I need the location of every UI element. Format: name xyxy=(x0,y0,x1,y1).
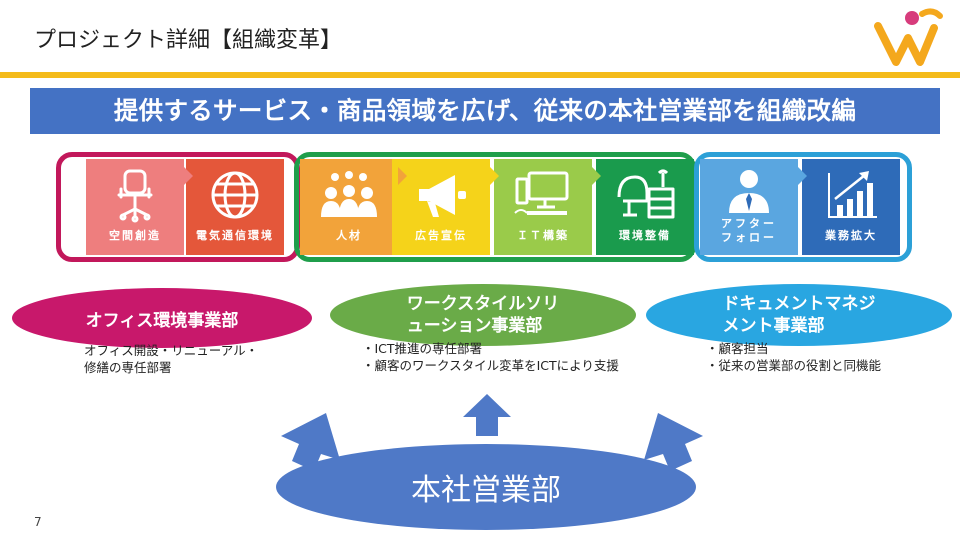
growth-chart-icon xyxy=(802,167,900,225)
division-notes-document: ・顧客担当 ・従来の営業部の役割と同機能 xyxy=(706,340,881,374)
computer-icon xyxy=(494,167,592,225)
note-line: 修繕の専任部署 xyxy=(84,360,172,375)
accent-rule xyxy=(0,72,960,78)
tile-label: 業務拡大 xyxy=(825,229,877,242)
people-group-icon xyxy=(300,167,398,225)
note-line: ・ICT推進の専任部署 xyxy=(362,341,483,356)
headquarters-label: 本社営業部 xyxy=(411,473,561,508)
division-name: ワークスタイルソリ ューション事業部 xyxy=(406,294,560,336)
businessman-icon xyxy=(700,167,798,225)
division-workstyle: ワークスタイルソリ ューション事業部 xyxy=(330,284,636,346)
note-line: ・顧客担当 xyxy=(706,341,769,356)
note-line: ・従来の営業部の役割と同機能 xyxy=(706,358,882,373)
note-line: オフィス開設・リニューアル・ xyxy=(84,343,259,358)
division-notes-office: オフィス開設・リニューアル・ 修繕の専任部署 xyxy=(84,342,258,376)
group-frame-document xyxy=(694,152,912,262)
division-notes-workstyle: ・ICT推進の専任部署 ・顧客のワークスタイル変革をICTにより支援 xyxy=(362,340,619,374)
division-document: ドキュメントマネジ メント事業部 xyxy=(646,284,952,346)
headquarters-ellipse: 本社営業部 xyxy=(276,444,696,530)
globe-icon xyxy=(186,167,284,225)
tile-label: 人材 xyxy=(336,229,362,242)
slide-title: プロジェクト詳細【組織変革】 xyxy=(34,28,343,53)
service-tile-environment: 環境整備 xyxy=(596,159,694,255)
office-chair-icon xyxy=(86,167,184,225)
tile-label: 空間創造 xyxy=(109,229,161,242)
headline-banner: 提供するサービス・商品領域を広げ、従来の本社営業部を組織改編 xyxy=(30,88,940,134)
arrow-up xyxy=(463,394,511,436)
service-tile-space: 空間創造 xyxy=(86,159,193,255)
service-tile-staff: 人材 xyxy=(300,159,407,255)
division-name: ドキュメントマネジ メント事業部 xyxy=(722,294,876,336)
division-name: オフィス環境事業部 xyxy=(85,310,239,331)
division-office: オフィス環境事業部 xyxy=(12,288,312,348)
tile-label: 広告宣伝 xyxy=(415,229,467,242)
note-line: ・顧客のワークスタイル変革をICTにより支援 xyxy=(362,358,619,373)
page-number: 7 xyxy=(34,515,42,529)
tile-label: 電気通信環境 xyxy=(196,229,274,242)
megaphone-icon xyxy=(392,167,490,225)
service-tile-aftercare: アフター フォロー xyxy=(700,159,807,255)
desk-icon xyxy=(596,167,694,225)
service-tile-telecom: 電気通信環境 xyxy=(186,159,284,255)
company-logo xyxy=(874,8,943,66)
service-tile-advertising: 広告宣伝 xyxy=(392,159,499,255)
service-tile-it: ＩＴ構築 xyxy=(494,159,601,255)
tile-label: 環境整備 xyxy=(619,229,671,242)
tile-label: ＩＴ構築 xyxy=(517,229,569,242)
service-tile-expansion: 業務拡大 xyxy=(802,159,900,255)
tile-label: アフター フォロー xyxy=(721,217,777,244)
